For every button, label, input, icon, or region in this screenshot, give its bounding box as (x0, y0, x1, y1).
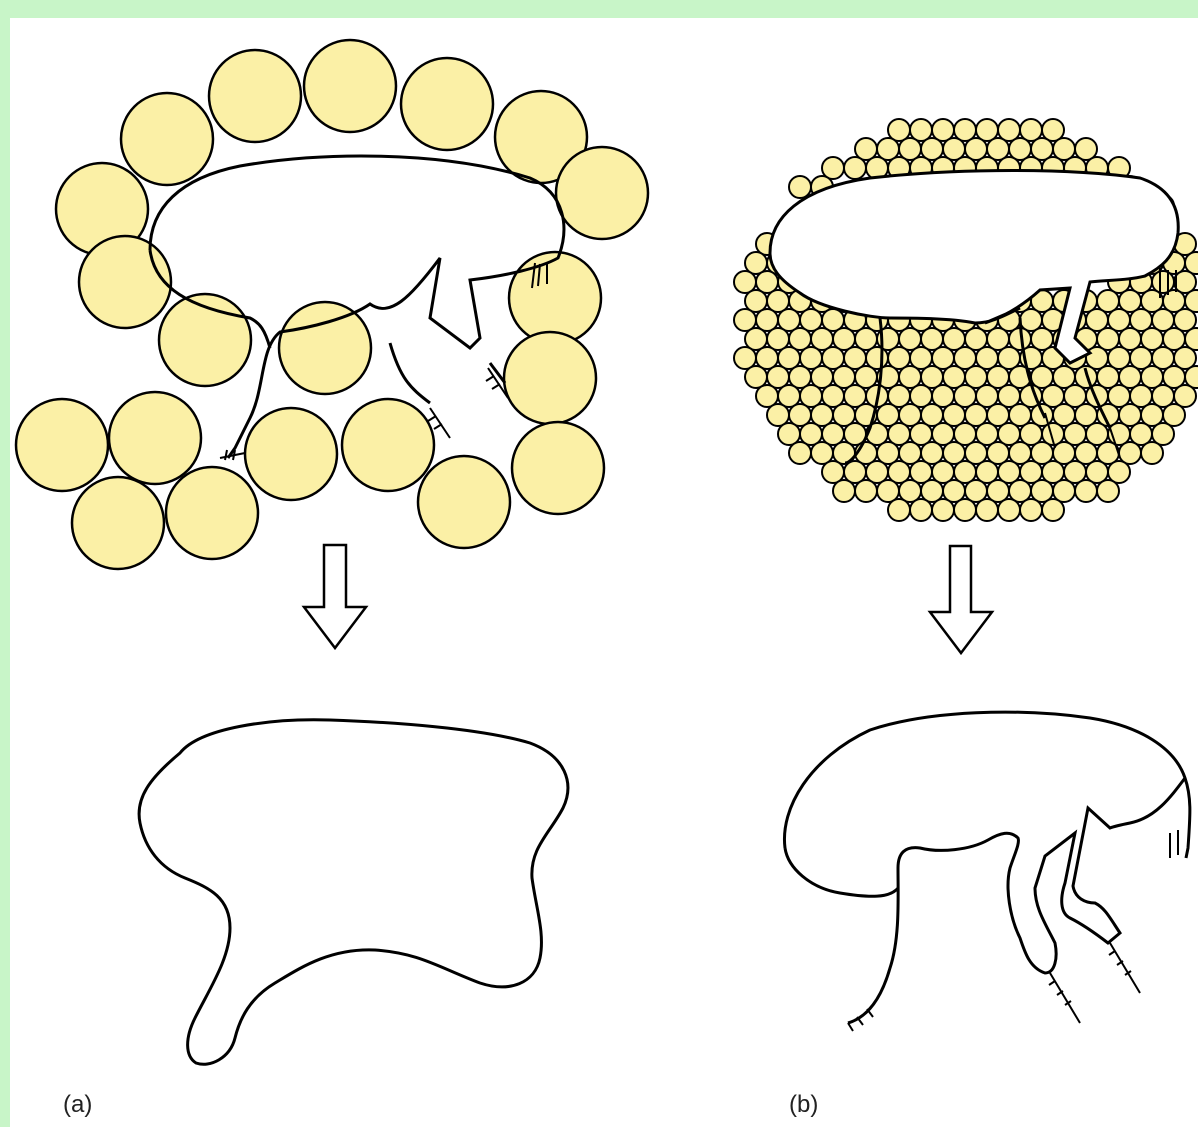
fine-particle (976, 499, 998, 521)
fine-particle (1075, 480, 1097, 502)
coarse-particle (79, 236, 171, 328)
fine-particle (888, 499, 910, 521)
fine-particle (1097, 480, 1119, 502)
figure-panel: (a) (b) (10, 18, 1198, 1127)
coarse-particle (109, 392, 201, 484)
fine-particle (789, 176, 811, 198)
coarse-particle (121, 93, 213, 185)
coarse-particle (418, 456, 510, 548)
fine-particle (1020, 499, 1042, 521)
coarse-particle (401, 58, 493, 150)
fine-particle (1042, 499, 1064, 521)
fine-particle (844, 157, 866, 179)
fine-particle (998, 499, 1020, 521)
coarse-particle (512, 422, 604, 514)
coarse-particle (72, 477, 164, 569)
coarse-particle (304, 40, 396, 132)
coarse-particle (16, 399, 108, 491)
fine-particle (954, 499, 976, 521)
coarse-particle (504, 332, 596, 424)
fine-particle (789, 442, 811, 464)
coarse-particle (509, 252, 601, 344)
coarse-particle (166, 467, 258, 559)
panel-b-arrow-down (930, 546, 992, 653)
coarse-particle (342, 399, 434, 491)
fine-particle (910, 499, 932, 521)
fine-particle (833, 480, 855, 502)
panel-a-coarse-particles (16, 40, 648, 569)
coarse-particle (279, 302, 371, 394)
panel-a-resulting-cast-shape (139, 720, 568, 1065)
fine-particle (1141, 442, 1163, 464)
fine-particle (932, 499, 954, 521)
panel-a-label: (a) (63, 1091, 92, 1119)
panel-a-arrow-down (304, 545, 366, 648)
coarse-particle (556, 147, 648, 239)
fine-particle (855, 480, 877, 502)
panel-b-label: (b) (789, 1091, 818, 1119)
coarse-particle (245, 408, 337, 500)
coarse-particle (209, 50, 301, 142)
